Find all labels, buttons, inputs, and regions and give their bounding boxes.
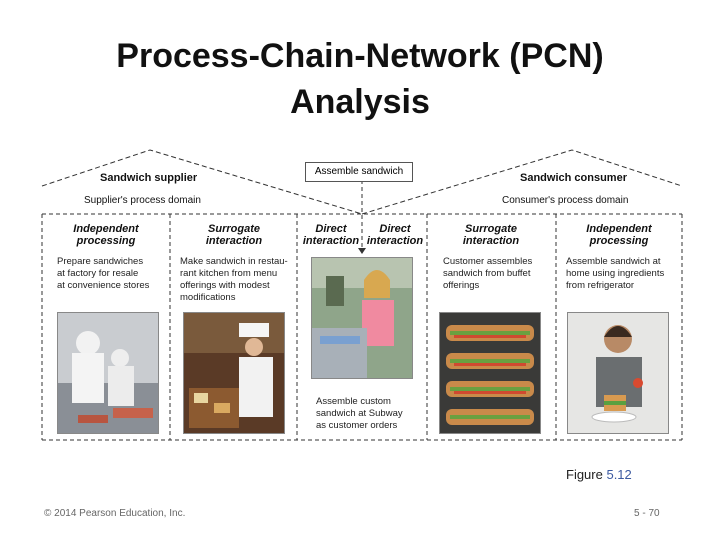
figure-number: 5.12 <box>606 467 632 482</box>
slide-title-line1: Process-Chain-Network (PCN) <box>116 37 604 75</box>
column-direct-description: Assemble custom sandwich at Subway as cu… <box>316 396 403 431</box>
home-sandwich-photo <box>567 312 669 434</box>
column-2-description: Make sandwich in restau- rant kitchen fr… <box>180 256 288 303</box>
copyright-footer: © 2014 Pearson Education, Inc. <box>44 508 186 519</box>
buffet-sandwiches-photo <box>439 312 541 434</box>
figure-label: Figure 5.12 <box>566 467 632 482</box>
page-number: 5 - 70 <box>634 508 660 519</box>
supplier-name: Sandwich supplier <box>100 172 198 184</box>
factory-workers-photo <box>57 312 159 434</box>
consumer-domain: Consumer's process domain <box>502 195 629 206</box>
supplier-domain: Supplier's process domain <box>84 195 201 206</box>
chef-kitchen-photo <box>183 312 285 434</box>
column-6-description: Assemble sandwich at home using ingredie… <box>566 256 665 291</box>
subway-counter-photo <box>311 257 413 379</box>
column-5-description: Customer assembles sandwich from buffet … <box>443 256 533 291</box>
column-1-description: Prepare sandwiches at factory for resale… <box>57 256 150 291</box>
assemble-sandwich-label: Assemble sandwich <box>305 162 413 182</box>
slide-title-line2: Analysis <box>290 83 430 121</box>
consumer-name: Sandwich consumer <box>520 172 627 184</box>
